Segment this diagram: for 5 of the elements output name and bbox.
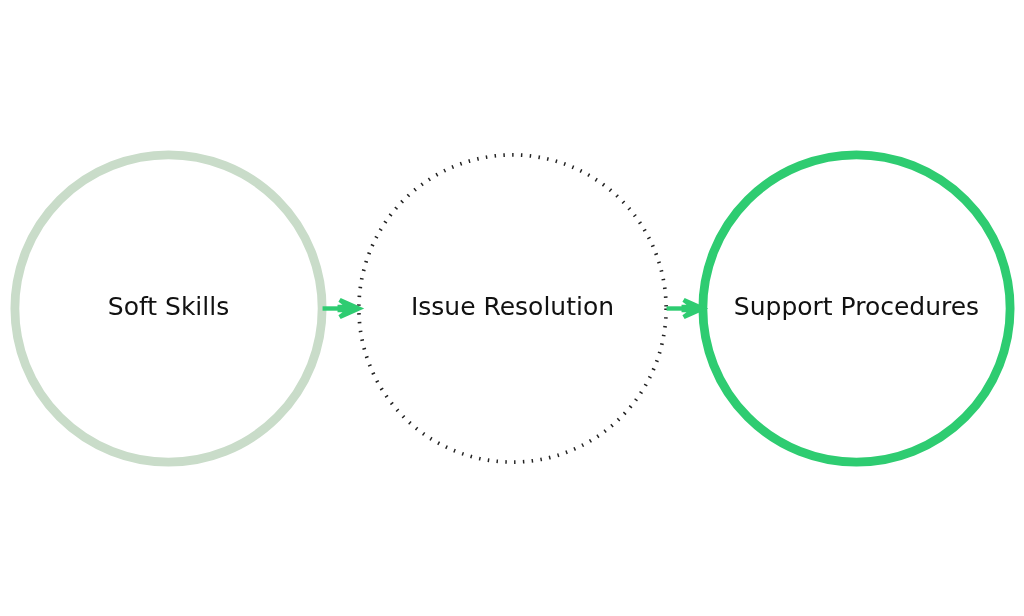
node-circle: Issue Resolution [356, 152, 668, 464]
node-circle: Soft Skills [10, 149, 327, 467]
arrow [666, 297, 705, 319]
arrow [322, 297, 361, 319]
node-circle: Support Procedures [697, 149, 1014, 467]
